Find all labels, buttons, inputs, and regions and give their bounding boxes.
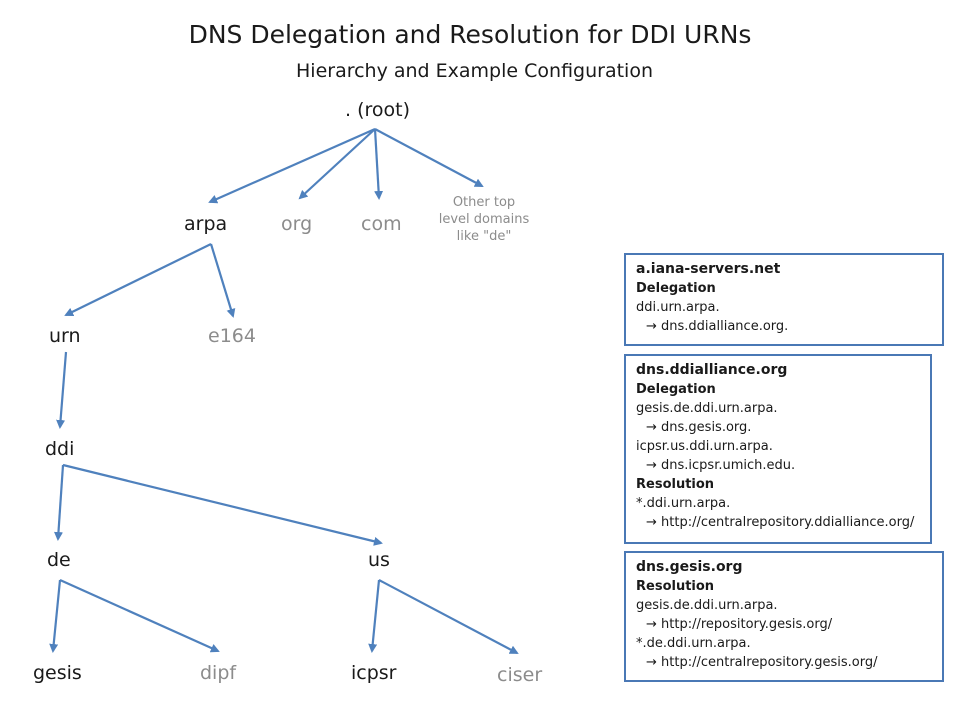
edge-us-ciser (378, 579, 519, 654)
node-icpsr: icpsr (351, 662, 397, 684)
server-name: dns.ddialliance.org (636, 362, 788, 378)
edge-arpa-urn (64, 243, 212, 316)
node-gesis: gesis (33, 662, 82, 684)
record-target: → dns.icpsr.umich.edu. (646, 458, 796, 473)
edge-root-arpa (208, 127, 376, 204)
node-other: Other top level domains like "de" (432, 194, 536, 245)
node-de: de (47, 549, 71, 571)
server-name: dns.gesis.org (636, 559, 743, 575)
edge-root-org (298, 128, 376, 200)
record-target: → dns.gesis.org. (646, 420, 752, 435)
node-ddi: ddi (45, 438, 75, 460)
edge-ddi-us (62, 463, 383, 546)
node-ciser: ciser (497, 664, 543, 686)
record-target: → dns.ddialliance.org. (646, 319, 789, 334)
record-name: icpsr.us.ddi.urn.arpa. (636, 439, 773, 454)
node-e164: e164 (208, 325, 256, 347)
section-heading: Delegation (636, 382, 716, 397)
record-target: → http://centralrepository.gesis.org/ (646, 655, 878, 670)
edge-ddi-de (53, 464, 65, 541)
record-name: *.ddi.urn.arpa. (636, 496, 731, 511)
node-dipf: dipf (200, 662, 237, 684)
section-heading: Resolution (636, 579, 715, 594)
edge-arpa-e164 (209, 243, 236, 318)
edge-root-other (374, 128, 484, 187)
record-name: *.de.ddi.urn.arpa. (636, 636, 751, 651)
node-other-line: Other top (452, 195, 516, 210)
node-com: com (361, 213, 402, 235)
node-org: org (281, 213, 313, 235)
edge-root-com (373, 128, 384, 200)
edge-us-icpsr (368, 579, 381, 653)
edge-de-gesis (49, 579, 62, 653)
node-urn: urn (49, 325, 81, 347)
node-arpa: arpa (184, 213, 228, 235)
section-heading: Resolution (636, 477, 715, 492)
edge-de-dipf (59, 578, 220, 653)
node-us: us (368, 549, 390, 571)
node-root: . (root) (345, 99, 410, 121)
record-target: → http://repository.gesis.org/ (646, 617, 833, 632)
record-name: gesis.de.ddi.urn.arpa. (636, 401, 778, 416)
record-name: gesis.de.ddi.urn.arpa. (636, 598, 778, 613)
record-name: ddi.urn.arpa. (636, 300, 720, 315)
node-other-line: like "de" (456, 229, 512, 244)
diagram-title: DNS Delegation and Resolution for DDI UR… (188, 20, 752, 49)
diagram-subtitle: Hierarchy and Example Configuration (296, 60, 653, 82)
edge-urn-ddi (56, 351, 68, 429)
node-other-line: level domains (438, 212, 530, 227)
server-name: a.iana-servers.net (636, 261, 781, 277)
section-heading: Delegation (636, 281, 716, 296)
record-target: → http://centralrepository.ddialliance.o… (646, 515, 915, 530)
